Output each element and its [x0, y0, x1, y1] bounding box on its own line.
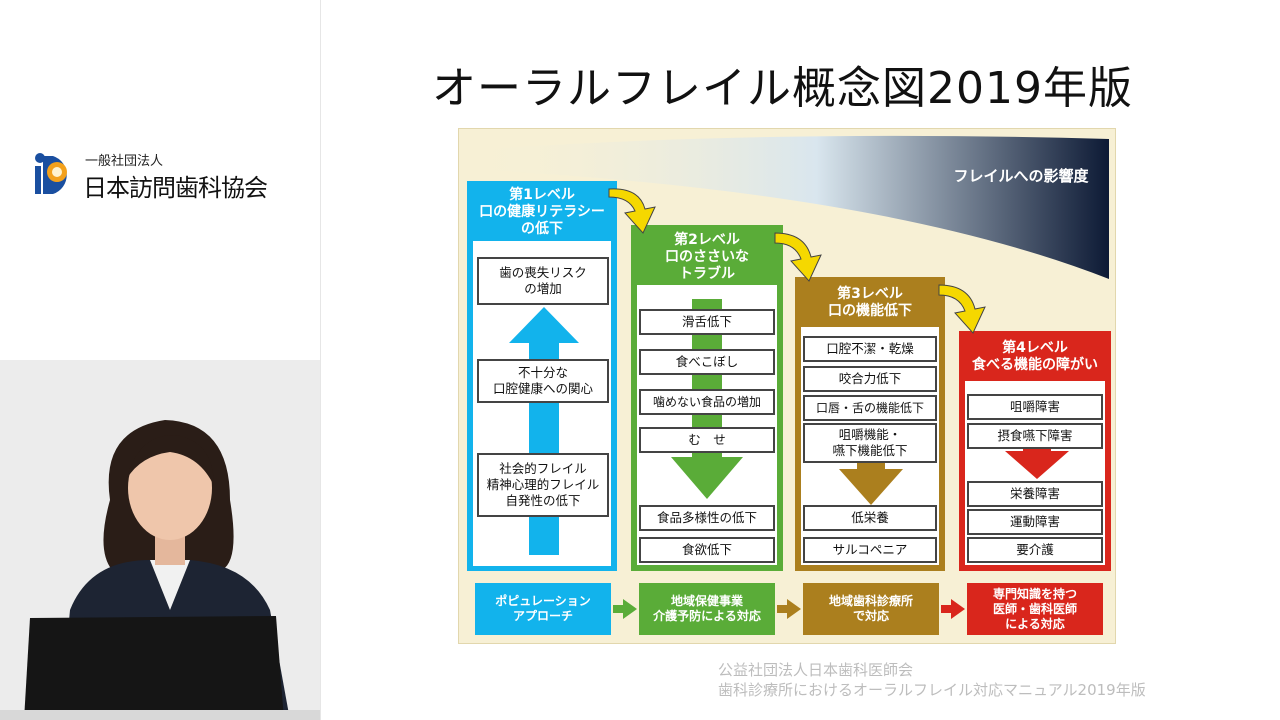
approach-specialist: 専門知識を持つ 医師・歯科医師 による対応	[967, 583, 1103, 635]
influence-wedge	[459, 135, 1109, 279]
level-4-heading-line2: 食べる機能の障がい	[972, 357, 1098, 373]
oral-frailty-diagram: フレイルへの影響度 第1レベル 口の健康リテラシー の低下 第2レベル 口のささ…	[458, 128, 1116, 644]
source-citation: 公益社団法人日本歯科医師会 歯科診療所におけるオーラルフレイル対応マニュアル20…	[718, 660, 1258, 700]
level-2-item: 食品多様性の低下	[639, 505, 775, 531]
level-2-heading-line3: トラブル	[679, 265, 735, 282]
level-2-item: 食欲低下	[639, 537, 775, 563]
level-1-heading-line1: 第1レベル	[509, 186, 575, 203]
level-4-item: 要介護	[967, 537, 1103, 563]
level-2-item: 噛めない食品の増加	[639, 389, 775, 415]
level-3-item: 低栄養	[803, 505, 937, 531]
level-4-item: 咀嚼障害	[967, 394, 1103, 420]
level-2-item: 食べこぼし	[639, 349, 775, 375]
presenter-illustration	[0, 360, 320, 720]
approach-arrows	[613, 599, 965, 619]
left-arrow-icon	[613, 599, 637, 619]
logo-name: 日本訪問歯科協会	[83, 174, 268, 202]
level-1-heading-line3: の低下	[521, 220, 563, 237]
source-line-1: 公益社団法人日本歯科医師会	[718, 661, 914, 679]
presenter-panel: 一般社団法人 日本訪問歯科協会	[0, 0, 320, 720]
level-4-heading: 第4レベル 食べる機能の障がい	[959, 335, 1111, 379]
level-4-heading-line1: 第4レベル	[1002, 340, 1068, 356]
level-3-item: サルコペニア	[803, 537, 937, 563]
level-3-heading-line2: 口の機能低下	[828, 303, 912, 319]
influence-label: フレイルへの影響度	[953, 167, 1089, 185]
level-1-up-arrow	[509, 307, 579, 555]
source-line-2: 歯科診療所におけるオーラルフレイル対応マニュアル2019年版	[718, 681, 1146, 699]
level-3-down-arrow	[839, 461, 903, 505]
logo-mark-icon	[35, 153, 67, 194]
presenter-video	[0, 360, 320, 720]
level-1-heading-line2: 口の健康リテラシー	[479, 203, 605, 220]
approach-population: ポピュレーション アプローチ	[475, 583, 611, 635]
level-2-heading: 第2レベル 口のささいな トラブル	[631, 229, 783, 285]
logo-subtitle: 一般社団法人	[85, 154, 164, 169]
panel-divider	[320, 0, 321, 720]
level-2-item: 滑舌低下	[639, 309, 775, 335]
level-1-item: 社会的フレイル 精神心理的フレイル 自発性の低下	[477, 453, 609, 517]
level-3-item: 口腔不潔・乾燥	[803, 336, 937, 362]
level-4-item: 栄養障害	[967, 481, 1103, 507]
level-3-item: 咀嚼機能・ 嚥下機能低下	[803, 423, 937, 463]
level-2-item: む せ	[639, 427, 775, 453]
level-2-heading-line2: 口のささいな	[665, 248, 749, 265]
level-3-heading: 第3レベル 口の機能低下	[795, 281, 945, 325]
level-3-heading-line1: 第3レベル	[837, 286, 903, 302]
level-1-item: 不十分な 口腔健康への関心	[477, 359, 609, 403]
level-3-item: 口唇・舌の機能低下	[803, 395, 937, 421]
organization-logo: 一般社団法人 日本訪問歯科協会	[33, 148, 313, 202]
level-1-item: 歯の喪失リスク の増加	[477, 257, 609, 305]
left-arrow-icon	[941, 599, 965, 619]
level-4-item: 摂食嚥下障害	[967, 423, 1103, 449]
level-1-heading: 第1レベル 口の健康リテラシー の低下	[467, 184, 617, 240]
yellow-arrow-icon	[608, 188, 986, 334]
slide-title: オーラルフレイル概念図2019年版	[432, 63, 1133, 114]
level-4-item: 運動障害	[967, 509, 1103, 535]
left-arrow-icon	[777, 599, 801, 619]
approach-regional-health: 地域保健事業 介護予防による対応	[639, 583, 775, 635]
level-3-item: 咬合力低下	[803, 366, 937, 392]
level-4-down-arrow	[1005, 447, 1069, 479]
level-transition-arrows	[608, 188, 986, 334]
approach-regional-dental-clinic: 地域歯科診療所 で対応	[803, 583, 939, 635]
level-2-heading-line1: 第2レベル	[674, 231, 740, 248]
